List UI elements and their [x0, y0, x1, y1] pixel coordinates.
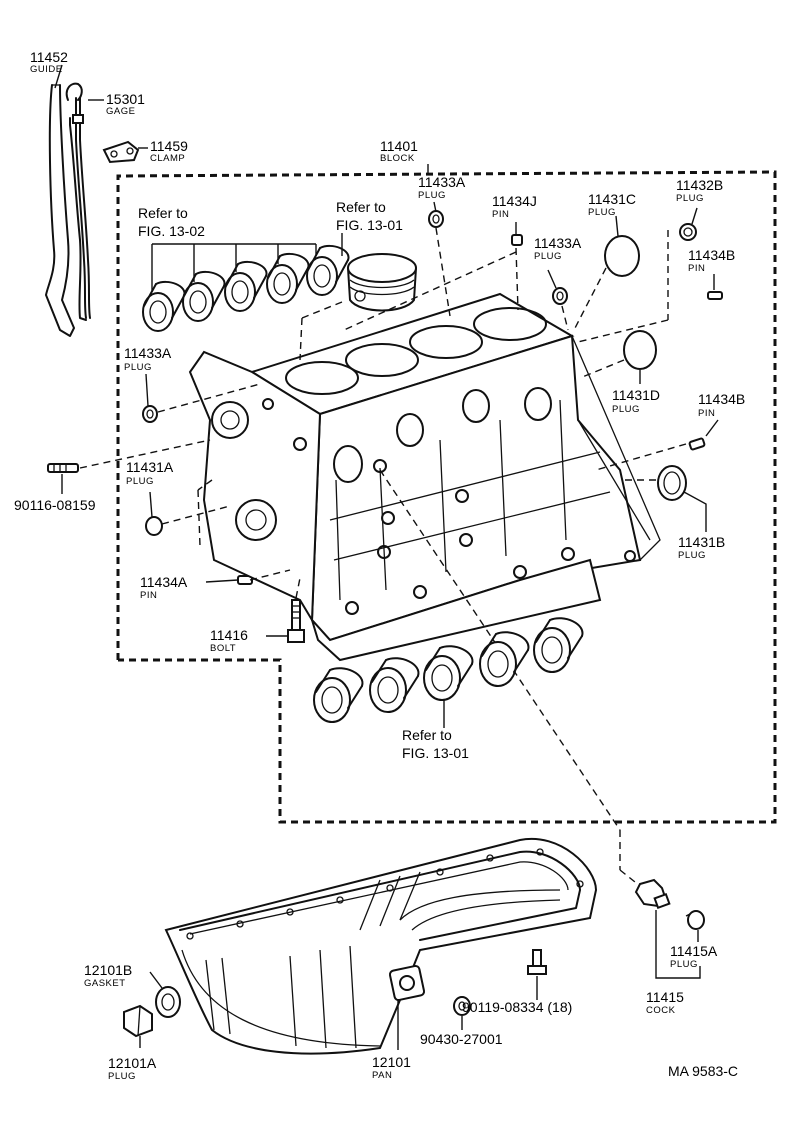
pin-11434a-drawing: [205, 575, 253, 585]
cock-11415-drawing: [634, 878, 701, 979]
plug-11433a-left-number: 11433A: [124, 345, 172, 361]
plug-11431c-number: 11431C: [588, 191, 636, 207]
gasket-12101b-drawing: [149, 971, 181, 1018]
dipstick-gage-drawing: [65, 82, 91, 319]
plug-11433a-mid-drawing: [547, 269, 568, 305]
pin-11434b-top-number: 11434B: [688, 247, 735, 263]
plug-11431c-drawing: [604, 215, 640, 277]
plug-11433a-top-number: 11433A: [418, 174, 466, 190]
gasket-90430-drawing: [453, 996, 471, 1030]
clamp-number: 11459: [150, 138, 188, 154]
plug-12101a-drawing: [123, 1004, 153, 1048]
part-labels: 11452 GUIDE 15301 GAGE 11459 CLAMP 11401…: [14, 49, 745, 1082]
plug-11431a-number: 11431A: [126, 459, 174, 475]
crank-bearings-lower: [313, 617, 584, 728]
bolt-11416-number: 11416: [210, 627, 248, 643]
plug-11433a-left-drawing: [142, 373, 158, 423]
pan-12101-number: 12101: [372, 1054, 411, 1070]
gasket-12101b-name: GASKET: [84, 978, 126, 989]
block-number: 11401: [380, 138, 418, 154]
guide-name: GUIDE: [30, 64, 63, 75]
ref-bottom-line1: Refer to: [402, 727, 452, 743]
plug-11433a-left-name: PLUG: [124, 362, 152, 373]
plug-11431d-name: PLUG: [612, 404, 640, 415]
pin-11434b-right-drawing: [688, 419, 719, 451]
plug-11415a-drawing: [685, 910, 705, 942]
cock-11415-number: 11415: [646, 989, 684, 1005]
ref-top-center-line1: Refer to: [336, 199, 386, 215]
pan-12101-name: PAN: [372, 1070, 392, 1081]
ref-top-left-line2: FIG. 13-02: [138, 223, 205, 239]
plug-11433a-mid-name: PLUG: [534, 251, 562, 262]
gasket-90430-number: 90430-27001: [420, 1031, 503, 1047]
plug-11431b-name: PLUG: [678, 550, 706, 561]
oil-pan-drawing: [164, 837, 598, 1055]
plug-11433a-top-name: PLUG: [418, 190, 446, 201]
plug-11432b-number: 11432B: [676, 177, 723, 193]
reference-notes: Refer to FIG. 13-02 Refer to FIG. 13-01 …: [138, 199, 469, 761]
cylinder-block-drawing: [188, 292, 661, 662]
plug-11433a-mid-number: 11433A: [534, 235, 582, 251]
pin-11434a-number: 11434A: [140, 574, 188, 590]
bolt-90119-number: 90119-08334 (18): [462, 999, 572, 1015]
stud-90116-number: 90116-08159: [14, 497, 96, 513]
diagram-code: MA 9583-C: [668, 1063, 738, 1079]
block-assembly-boundary: [116, 164, 777, 824]
plug-12101a-number: 12101A: [108, 1055, 157, 1071]
crank-bearings-upper: [142, 244, 350, 332]
ref-top-left-line1: Refer to: [138, 205, 188, 221]
pin-11434b-top-drawing: [707, 274, 723, 300]
pin-11434b-top-name: PIN: [688, 263, 705, 274]
ref-bottom-line2: FIG. 13-01: [402, 745, 469, 761]
plug-11431b-drawing: [657, 465, 707, 532]
pin-11434b-right-name: PIN: [698, 408, 715, 419]
plug-11415a-name: PLUG: [670, 959, 698, 970]
bolt-11416-drawing: [266, 599, 305, 643]
plug-11432b-drawing: [679, 207, 698, 241]
pin-11434j-drawing: [511, 222, 523, 246]
pin-11434b-right-number: 11434B: [698, 391, 745, 407]
pin-11434j-name: PIN: [492, 209, 509, 220]
block-name: BLOCK: [380, 153, 415, 164]
gage-name: GAGE: [106, 106, 135, 117]
guide-number: 11452: [30, 49, 68, 65]
plug-11431d-drawing: [623, 330, 657, 384]
plug-11431a-name: PLUG: [126, 476, 154, 487]
plug-11431b-number: 11431B: [678, 534, 725, 550]
gage-number: 15301: [106, 91, 145, 107]
stud-90116-drawing: [47, 463, 79, 494]
plug-11431c-name: PLUG: [588, 207, 616, 218]
cock-11415-name: COCK: [646, 1005, 676, 1016]
pin-11434j-number: 11434J: [492, 193, 537, 209]
dipstick-clamp-drawing: [102, 140, 140, 164]
piston-drawing: [341, 233, 417, 312]
plug-11433a-top-drawing: [428, 201, 444, 228]
ref-top-center-line2: FIG. 13-01: [336, 217, 403, 233]
bolt-90119-drawing: [527, 949, 547, 1000]
pin-11434a-name: PIN: [140, 590, 157, 601]
plug-12101a-name: PLUG: [108, 1071, 136, 1082]
plug-11415a-number: 11415A: [670, 943, 718, 959]
ref-leader-lines-upper: [151, 243, 317, 292]
plug-11432b-name: PLUG: [676, 193, 704, 204]
clamp-name: CLAMP: [150, 153, 185, 164]
bolt-11416-name: BOLT: [210, 643, 236, 654]
plug-11431d-number: 11431D: [612, 387, 660, 403]
plug-11431a-drawing: [145, 491, 163, 536]
gasket-12101b-number: 12101B: [84, 962, 132, 978]
